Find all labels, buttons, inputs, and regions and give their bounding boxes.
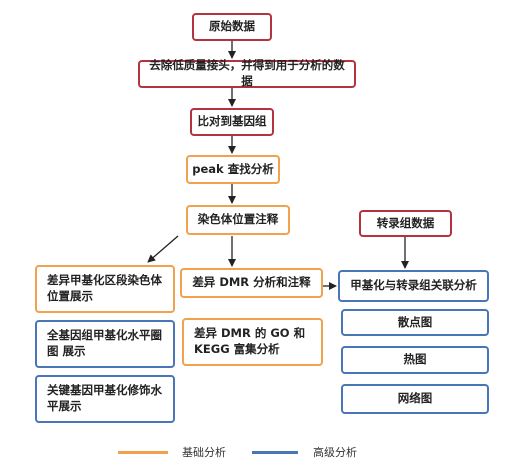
node-filter: 去除低质量接头，并得到用于分析的数据 <box>138 58 356 88</box>
node-dmr: 差异 DMR 分析和注释 <box>180 268 323 298</box>
node-heatmap: 热图 <box>341 346 489 374</box>
node-raw-data: 原始数据 <box>192 13 272 41</box>
node-align: 比对到基因组 <box>190 108 274 136</box>
node-annotation: 染色体位置注释 <box>186 205 290 235</box>
node-scatter-plot: 散点图 <box>341 309 489 336</box>
legend-advanced-label: 高级分析 <box>313 446 357 459</box>
node-association: 甲基化与转录组关联分析 <box>338 270 489 302</box>
legend-basic-label: 基础分析 <box>182 446 226 459</box>
legend-blue-line <box>252 451 298 454</box>
node-key-genes: 关键基因甲基化修饰水平展示 <box>35 375 175 423</box>
arrow-annot-to-diff-chrom <box>147 235 179 263</box>
node-dmr-go-kegg: 差异 DMR 的 GO 和 KEGG 富集分析 <box>182 318 323 366</box>
node-genome-circos: 全基因组甲基化水平圈图 展示 <box>35 320 175 368</box>
node-peak: peak 查找分析 <box>186 155 280 184</box>
node-diff-chrom: 差异甲基化区段染色体位置展示 <box>35 265 175 313</box>
node-network: 网络图 <box>341 384 489 414</box>
legend-orange-line <box>118 451 168 454</box>
node-transcriptome: 转录组数据 <box>359 210 452 237</box>
